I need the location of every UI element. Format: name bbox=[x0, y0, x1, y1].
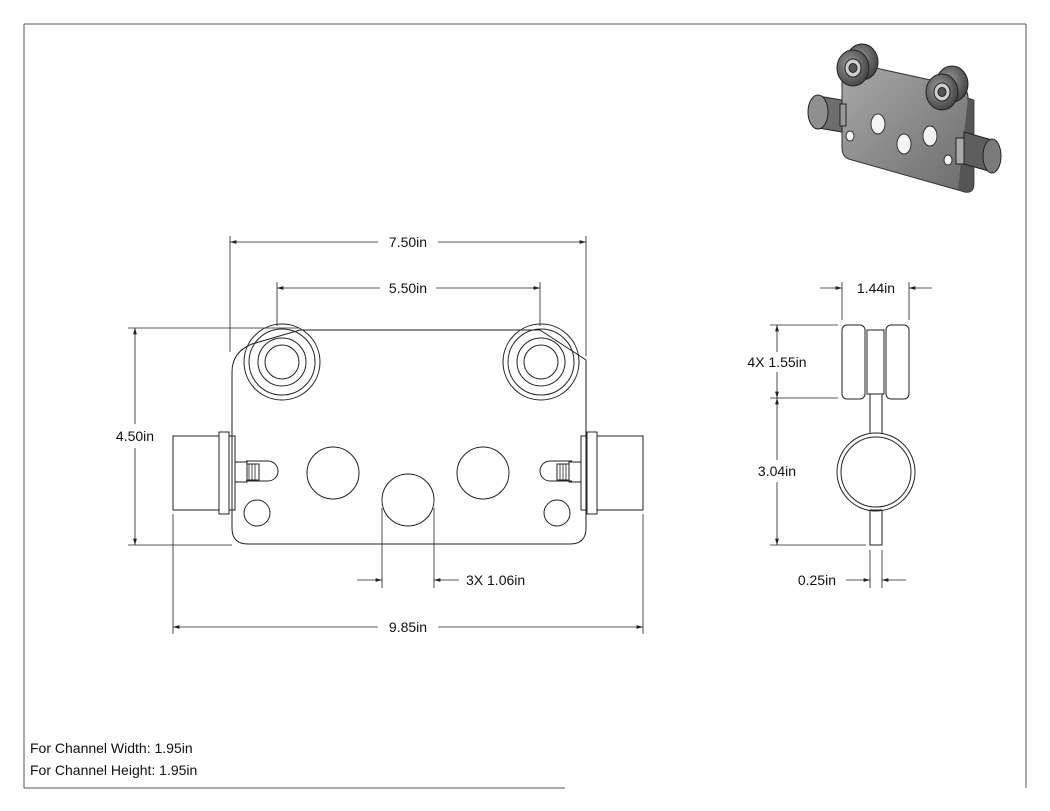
iso-hole-2 bbox=[896, 133, 912, 155]
side-view bbox=[836, 324, 916, 546]
dim-side-width: 1.44in bbox=[857, 280, 895, 296]
front-small-hole-right bbox=[543, 499, 571, 527]
sheet-border bbox=[23, 23, 1027, 789]
dim-height-left: 4.50in bbox=[116, 428, 154, 444]
isometric-view bbox=[807, 43, 1002, 193]
front-wheel-right-outer bbox=[502, 323, 580, 401]
front-slot-right bbox=[539, 460, 572, 482]
front-wheel-left-outer bbox=[243, 323, 321, 401]
front-hole-left bbox=[306, 446, 360, 500]
dim-overall-width: 9.85in bbox=[389, 619, 427, 635]
front-hole-right bbox=[456, 446, 510, 500]
side-tail bbox=[869, 509, 883, 546]
iso-hole-4 bbox=[845, 130, 855, 142]
front-roller-left bbox=[172, 435, 220, 511]
dim-side-lower: 3.04in bbox=[758, 463, 796, 479]
iso-hole-3 bbox=[922, 125, 938, 147]
side-wheel-left bbox=[841, 324, 866, 400]
front-slot-left bbox=[246, 460, 279, 482]
iso-roller-left bbox=[807, 94, 829, 130]
note-channel-width: For Channel Width: 1.95in bbox=[30, 740, 193, 756]
dim-top-inner: 5.50in bbox=[389, 280, 427, 296]
front-roller-right bbox=[596, 435, 644, 511]
front-small-hole-left bbox=[243, 499, 271, 527]
side-wheel-right bbox=[885, 324, 910, 400]
note-channel-height: For Channel Height: 1.95in bbox=[30, 762, 198, 778]
dim-top-outer: 7.50in bbox=[389, 234, 427, 250]
dim-holes: 3X 1.06in bbox=[466, 572, 525, 588]
side-web bbox=[866, 329, 885, 395]
dim-side-thickness: 0.25in bbox=[798, 572, 836, 588]
dim-side-wheel: 4X 1.55in bbox=[747, 354, 806, 370]
iso-hole-5 bbox=[943, 154, 953, 166]
side-roller-outer bbox=[836, 432, 916, 512]
front-hole-center bbox=[381, 473, 435, 527]
side-dimensions: 1.44in 4X 1.55in 3.04in 0.25in bbox=[747, 280, 932, 588]
front-bolt-left bbox=[246, 463, 260, 481]
front-view bbox=[172, 323, 644, 545]
iso-roller-right bbox=[982, 138, 1002, 174]
front-plate bbox=[231, 329, 587, 545]
iso-hole-1 bbox=[870, 113, 886, 135]
front-dimensions: 7.50in 5.50in 4.50in 3X 1.06in 9.85in bbox=[116, 234, 644, 635]
